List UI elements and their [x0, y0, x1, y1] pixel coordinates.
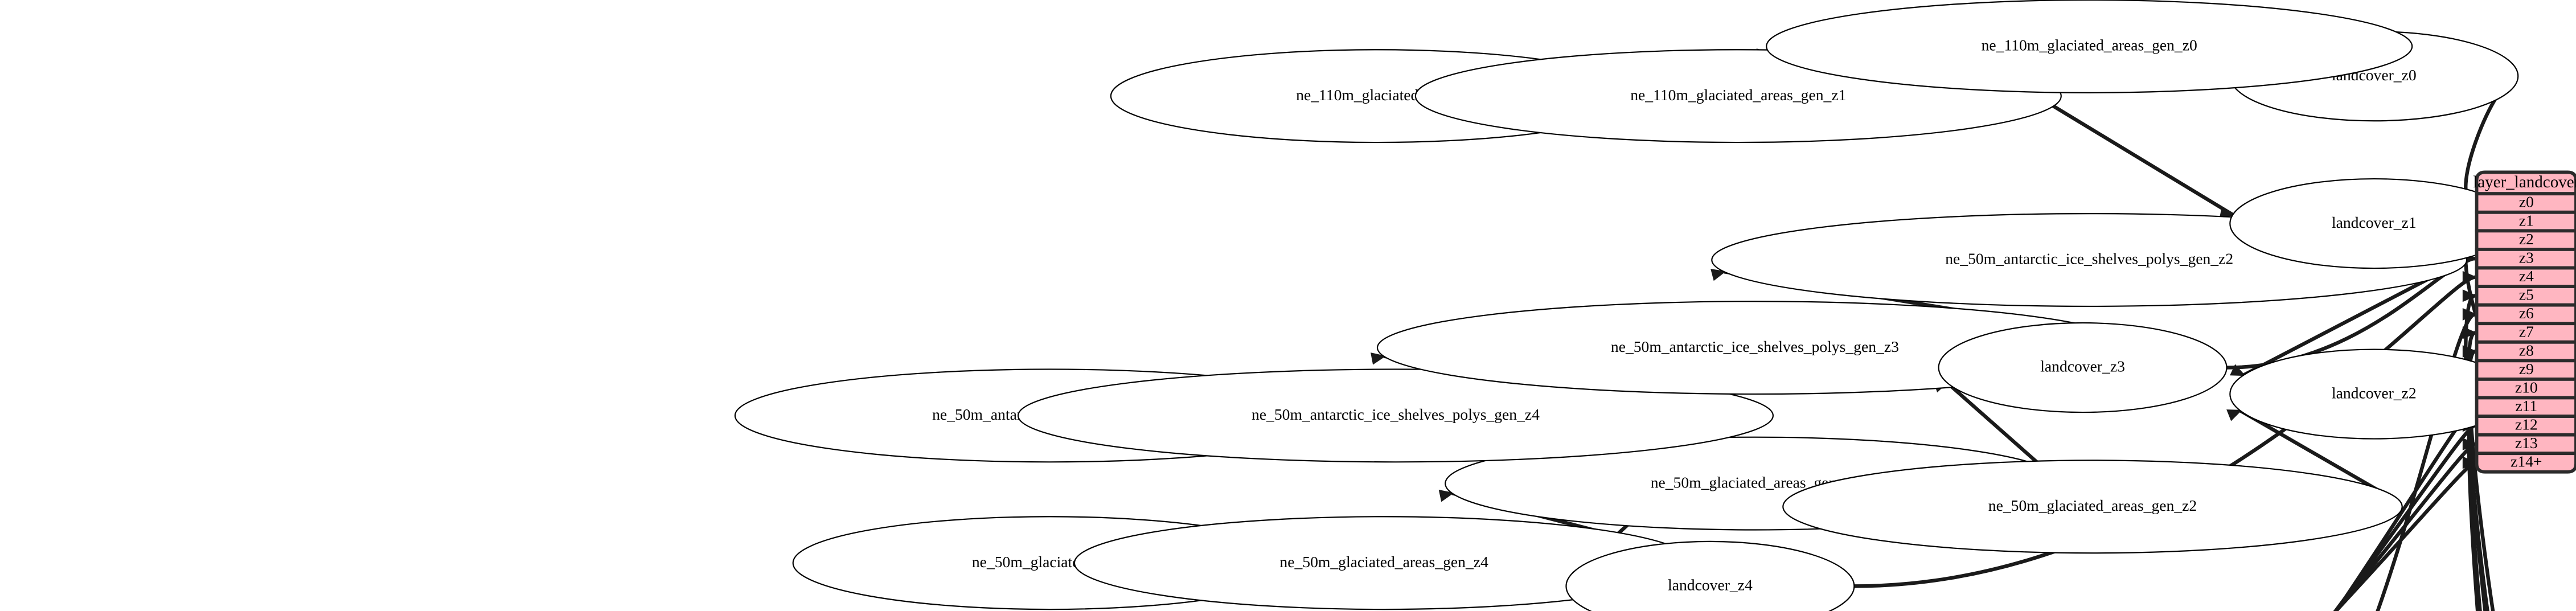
table-row[interactable] [2475, 303, 2576, 326]
table-row-label: z10 [2515, 378, 2538, 396]
table-row-label: z2 [2519, 230, 2534, 248]
table-row-label: z4 [2519, 267, 2534, 285]
edge-arrowhead [2462, 437, 2477, 450]
edge-line [1854, 275, 2476, 588]
graph-edge-to-layer [2333, 437, 2477, 611]
table-row-label: z5 [2519, 286, 2534, 304]
graph-node[interactable]: ne_50m_glaciated_areas_gen_z2 [1783, 460, 2402, 553]
edge-arrowhead [2462, 307, 2477, 321]
node-label: ne_50m_antarctic_ice_shelves_polys_gen_z… [1611, 338, 1899, 355]
table-row-label: z6 [2519, 304, 2534, 322]
table-row-label: z14+ [2511, 453, 2542, 470]
graph-node[interactable]: landcover_z1 [2230, 179, 2518, 268]
graph-edge-to-layer [1854, 270, 2477, 588]
node-ellipse[interactable] [1939, 323, 2227, 412]
edge-line [2334, 405, 2476, 611]
graph-node[interactable]: ne_50m_antarctic_ice_shelves_polys_gen_z… [1018, 369, 1773, 462]
layer-landcover-table: layer_landcoverz0z1z2z3z4z5z6z7z8z9z10z1… [2473, 170, 2576, 474]
node-label: ne_110m_glaciated_areas_gen_z0 [1982, 36, 2197, 54]
graph-edge-to-layer [2376, 307, 2477, 611]
graph-edge [2050, 103, 2235, 219]
node-label: ne_110m_glaciated_areas_gen_z1 [1630, 86, 1846, 104]
table-row[interactable] [2475, 396, 2576, 418]
edge-arrowhead [2219, 206, 2235, 219]
edge-arrowhead [2462, 270, 2477, 284]
graph-node[interactable]: landcover_z4 [1566, 542, 1854, 611]
table-row-label: z3 [2519, 248, 2534, 266]
edge-arrowhead [1711, 269, 1726, 281]
table-row[interactable] [2475, 415, 2576, 437]
table-row-label: z7 [2519, 323, 2534, 341]
table-row-label: z9 [2519, 360, 2534, 378]
node-label: ne_50m_glaciated_areas_gen_z2 [1988, 497, 2197, 514]
graph-node[interactable]: landcover_z2 [2230, 350, 2518, 439]
node-label: ne_50m_glaciated_areas_gen_z4 [1279, 553, 1488, 571]
edge-arrowhead [2462, 456, 2477, 469]
edge-line [2333, 424, 2476, 611]
edge-line [2376, 312, 2476, 611]
node-label: landcover_z3 [2040, 358, 2125, 375]
node-label: ne_50m_antarctic_ice_shelves_polys_gen_z… [1252, 405, 1540, 423]
node-label: landcover_z2 [2332, 384, 2417, 401]
edge-line [1945, 381, 2045, 470]
table-row-label: z8 [2519, 341, 2534, 359]
table-row-label: z1 [2519, 211, 2534, 229]
table-row-label: z11 [2515, 397, 2537, 415]
graph-node[interactable]: ne_110m_glaciated_areas_gen_z0 [1766, 0, 2412, 93]
node-ellipse[interactable] [1018, 369, 1773, 462]
edge-arrowhead [2226, 409, 2242, 421]
edge-arrowhead [1371, 352, 1387, 365]
edge-arrowhead [2462, 326, 2477, 339]
edge-line [2333, 461, 2476, 611]
edge-arrowhead [2462, 345, 2477, 358]
node-label: ne_50m_antarctic_ice_shelves_polys_gen_z… [1945, 250, 2233, 268]
edge-arrowhead [1438, 490, 1454, 502]
node-label: landcover_z4 [1668, 576, 1753, 594]
node-label: landcover_z1 [2332, 214, 2417, 231]
table-row-label: z12 [2515, 416, 2538, 433]
graph-edge-to-layer [2333, 456, 2477, 611]
table-row[interactable] [2475, 340, 2576, 363]
table-row-label: z0 [2519, 193, 2534, 211]
graph-node[interactable]: landcover_z3 [1939, 323, 2227, 412]
node-ellipse[interactable] [1783, 460, 2402, 553]
table-row-label: z13 [2515, 434, 2538, 452]
table-row[interactable] [2475, 377, 2576, 400]
edge-line [2333, 442, 2476, 611]
node-ellipse[interactable] [1766, 0, 2412, 93]
edge-line [2242, 278, 2429, 377]
node-ellipse[interactable] [1566, 542, 1854, 611]
edge-arrowhead [2462, 289, 2477, 302]
edge-line [2050, 103, 2234, 216]
table-title: layer_landcover [2473, 173, 2576, 191]
